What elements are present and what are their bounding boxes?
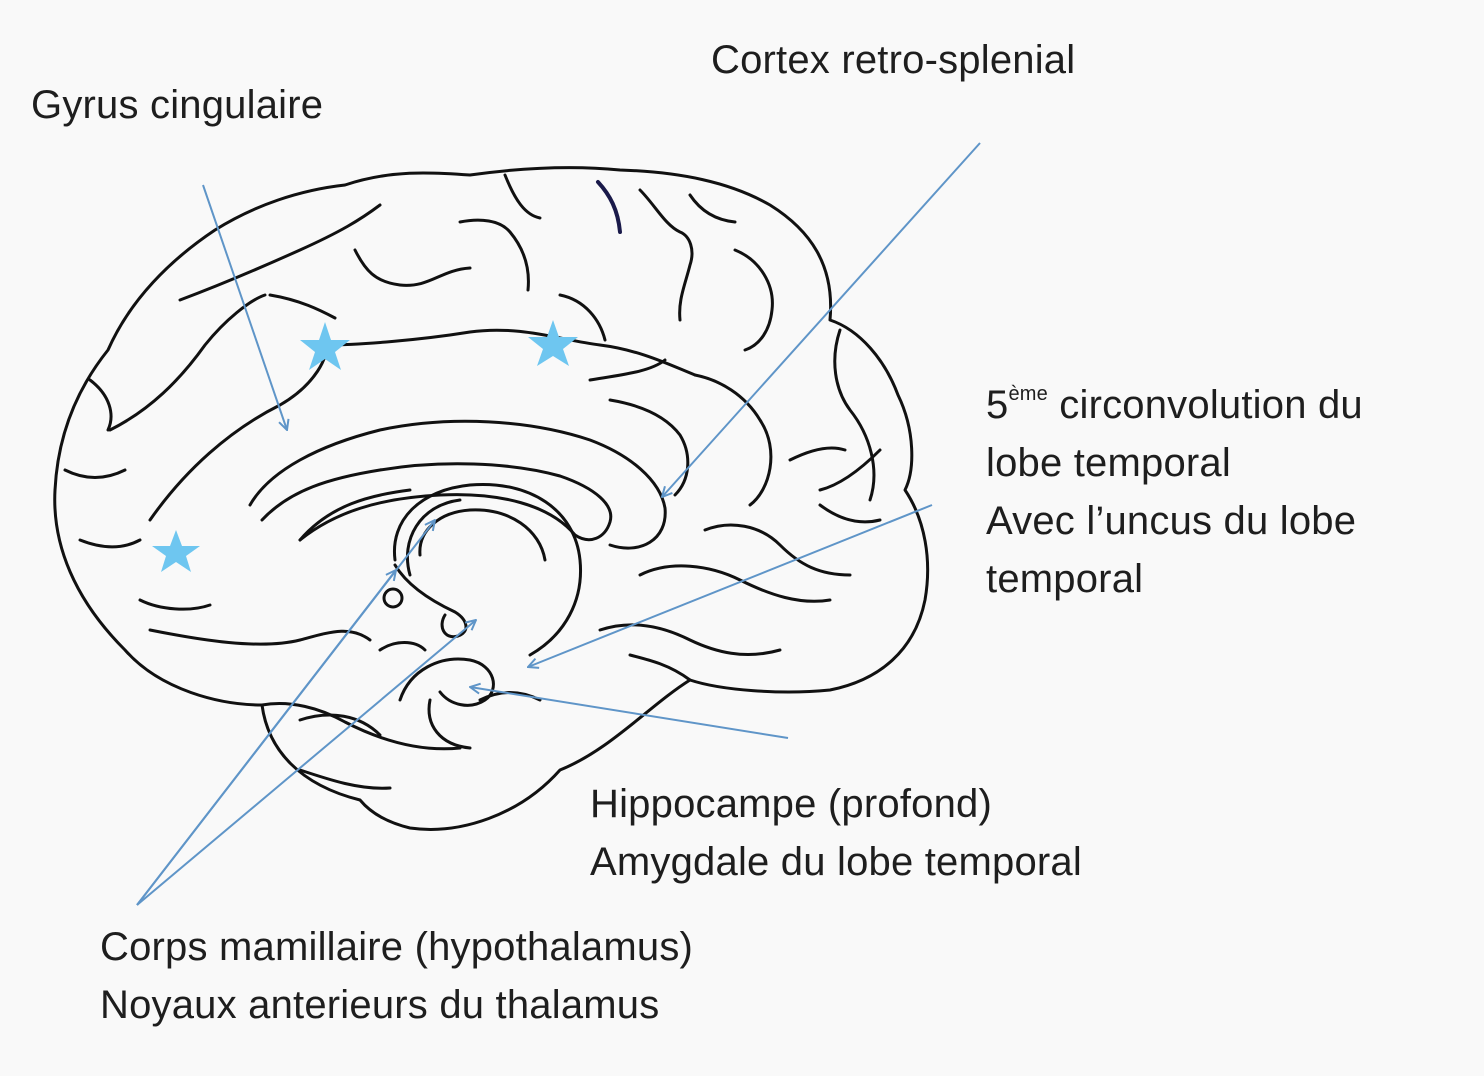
arrow-hippocampe xyxy=(470,687,789,739)
label-corps-line2: Noyaux anterieurs du thalamus xyxy=(100,983,660,1027)
arrow-corps-mamillaire-2 xyxy=(136,570,396,906)
label-circonvolution: 5ème circonvolution du lobe temporal Ave… xyxy=(986,376,1363,608)
label-circ-line4: temporal xyxy=(986,557,1144,601)
star-icon xyxy=(152,530,200,572)
label-circ-line2: lobe temporal xyxy=(986,441,1231,485)
brain-outline xyxy=(53,166,930,831)
label-gyrus-text: Gyrus cingulaire xyxy=(31,83,324,127)
label-hippo-line1: Hippocampe (profond) xyxy=(590,782,992,826)
label-hippocampe: Hippocampe (profond) Amygdale du lobe te… xyxy=(590,775,1082,891)
dark-mark xyxy=(596,180,622,234)
arrow-corps-mamillaire-3 xyxy=(136,620,476,906)
label-circ-line1: 5ème circonvolution du xyxy=(986,376,1363,434)
star-icon xyxy=(300,322,350,370)
circ-line1-text: circonvolution du xyxy=(1047,383,1363,427)
label-corps-line1: Corps mamillaire (hypothalamus) xyxy=(100,925,694,969)
star-icon xyxy=(528,320,578,366)
circ-superscript: ème xyxy=(1008,383,1048,405)
pointer-arrows xyxy=(136,142,981,906)
arrow-gyrus-cingulaire xyxy=(202,184,287,430)
label-corps-mamillaire: Corps mamillaire (hypothalamus) Noyaux a… xyxy=(100,918,693,1034)
label-retro-text: Cortex retro-splenial xyxy=(711,38,1076,82)
label-circ-line3: Avec l’uncus du lobe xyxy=(986,499,1357,543)
arrow-cortex-retro-splenial xyxy=(662,142,981,497)
arrow-circonvolution xyxy=(528,504,933,667)
label-cortex-retro-splenial: Cortex retro-splenial xyxy=(711,31,1075,89)
circ-number: 5 xyxy=(986,383,1009,427)
label-hippo-line2: Amygdale du lobe temporal xyxy=(590,840,1082,884)
label-gyrus-cingulaire: Gyrus cingulaire xyxy=(31,76,323,134)
star-markers xyxy=(152,320,578,572)
